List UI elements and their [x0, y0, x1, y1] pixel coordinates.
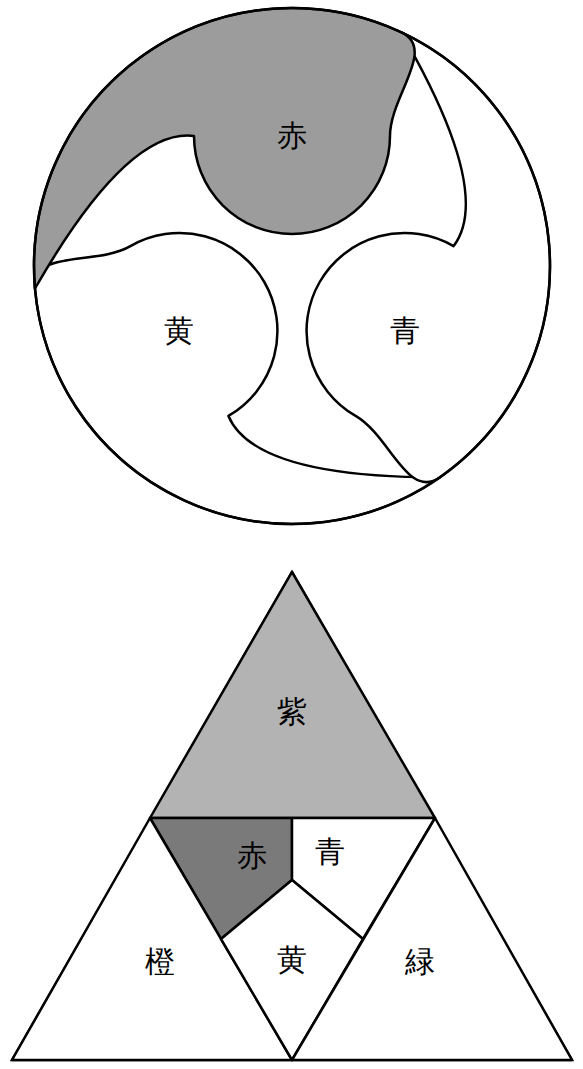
- tomoe-head: 赤: [194, 38, 390, 234]
- tomoe-comma: [34, 8, 415, 288]
- color-label: 黄: [277, 945, 307, 975]
- region-outline: [150, 572, 435, 818]
- color-label: 黄: [164, 316, 194, 346]
- region-shape: [292, 818, 572, 1060]
- tomoe-commas: [34, 8, 550, 524]
- color-label: 緑: [405, 947, 435, 977]
- color-label: 青: [390, 316, 420, 346]
- tomoe-head: 黄: [81, 233, 277, 429]
- triangle-outline: [12, 572, 572, 1060]
- color-region: 紫: [150, 572, 435, 818]
- color-label: 青: [315, 837, 345, 867]
- color-label: 赤: [277, 121, 307, 151]
- color-label: 橙: [145, 947, 175, 977]
- color-label: 紫: [277, 697, 307, 727]
- tomoe-head: 青: [307, 233, 503, 429]
- region-shape: [150, 572, 435, 818]
- outer-circle: [34, 8, 550, 524]
- color-label: 赤: [237, 841, 267, 871]
- color-region: 緑: [292, 818, 572, 1060]
- region-outline: [292, 818, 572, 1060]
